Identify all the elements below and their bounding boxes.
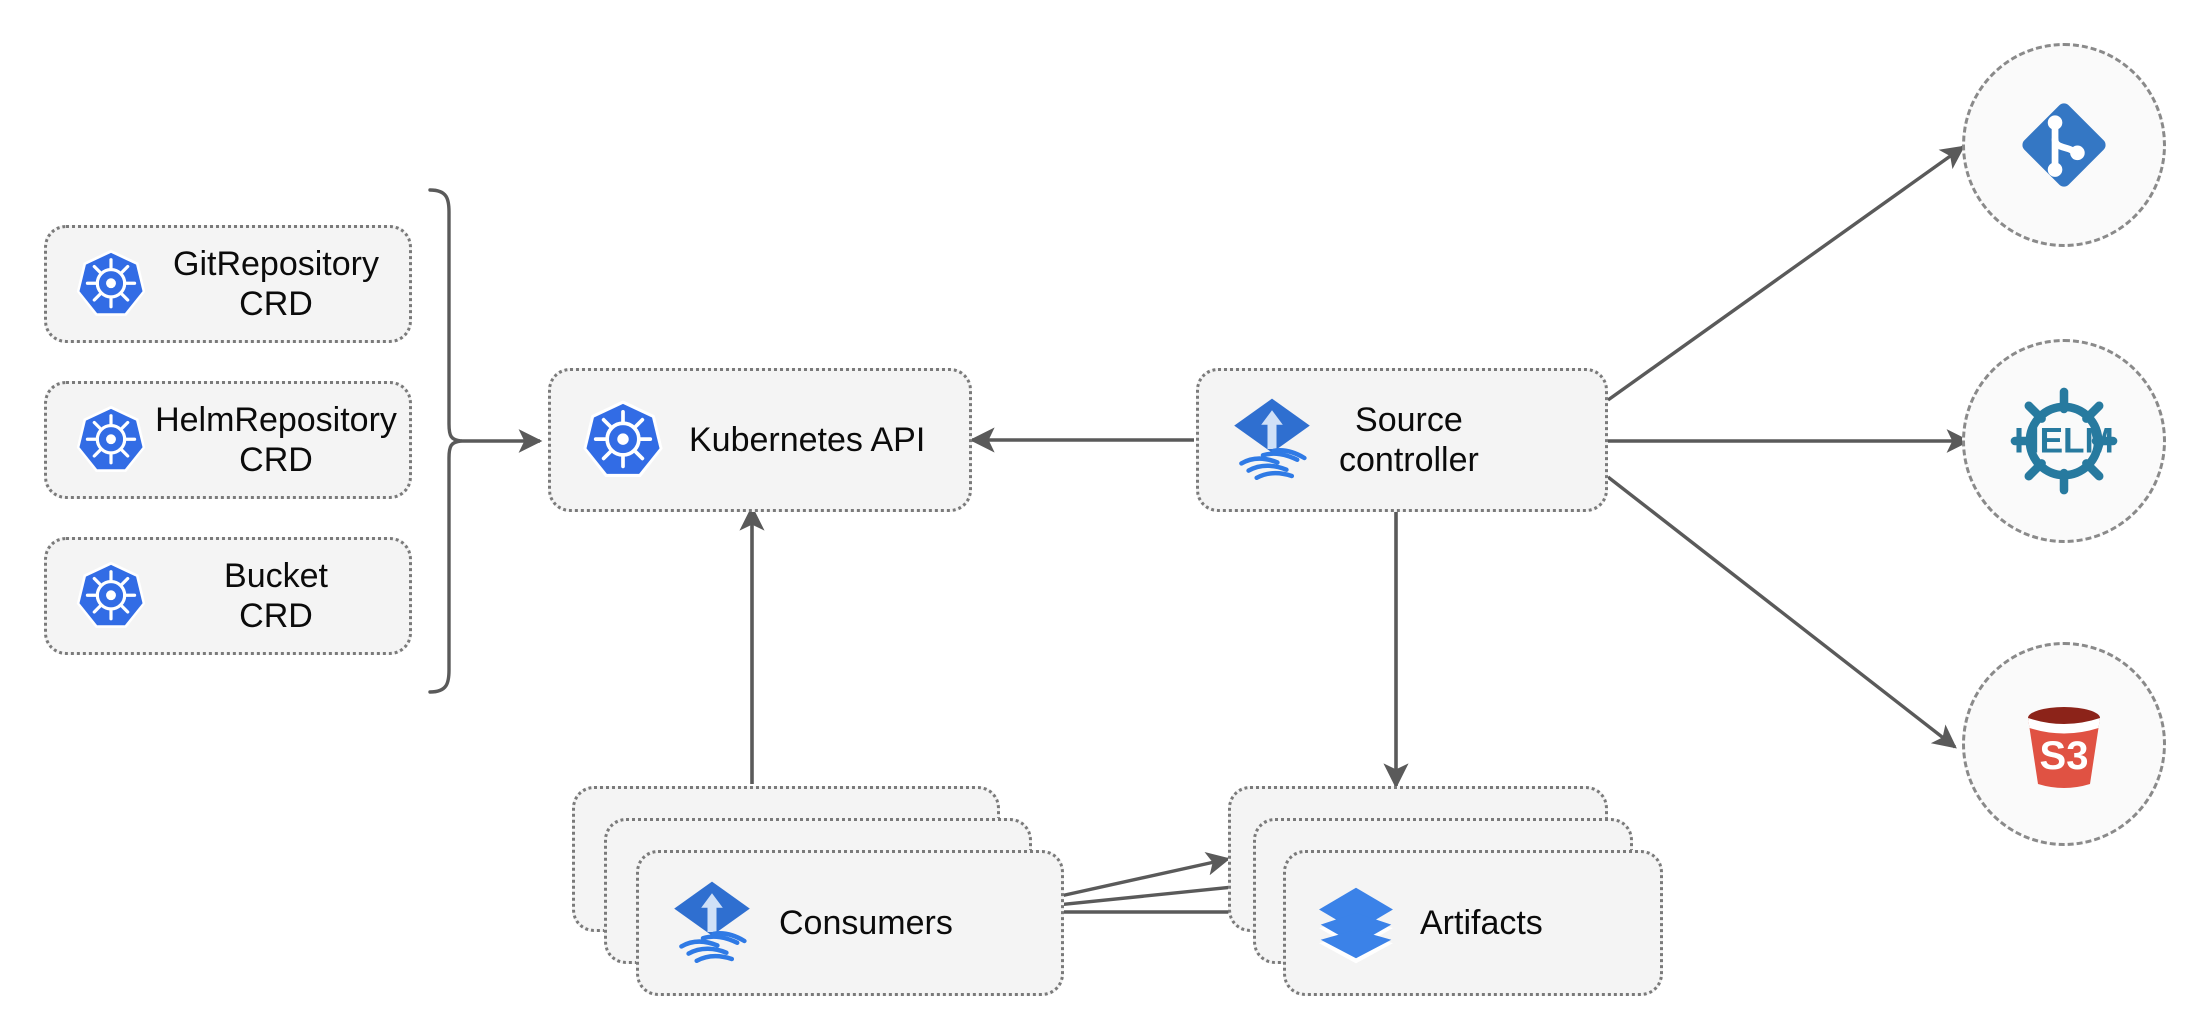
kubernetes-icon bbox=[73, 402, 149, 478]
flux-source-icon bbox=[1227, 395, 1317, 485]
node-label: Artifacts bbox=[1420, 903, 1543, 942]
node-consumers[interactable]: Consumers bbox=[636, 850, 1064, 996]
kubernetes-icon bbox=[73, 558, 149, 634]
kubernetes-icon bbox=[579, 396, 667, 484]
node-kubernetes-api[interactable]: Kubernetes API bbox=[548, 368, 972, 512]
flux-source-icon bbox=[667, 878, 757, 968]
crd-label: Bucket CRD bbox=[224, 556, 328, 635]
crd-box-bucket[interactable]: Bucket CRD bbox=[44, 537, 412, 655]
backend-circle-s3[interactable]: S3 bbox=[1962, 642, 2166, 846]
crd-box-helmrepository[interactable]: HelmRepository CRD bbox=[44, 381, 412, 499]
node-source-controller[interactable]: Source controller bbox=[1196, 368, 1608, 512]
s3-wordmark: S3 bbox=[2040, 734, 2089, 778]
s3-bucket-icon: S3 bbox=[2004, 684, 2124, 804]
node-artifacts[interactable]: Artifacts bbox=[1283, 850, 1663, 996]
backend-circle-git[interactable] bbox=[1962, 43, 2166, 247]
crd-label: GitRepository CRD bbox=[173, 244, 379, 323]
node-label: Source controller bbox=[1339, 400, 1479, 479]
node-label: Kubernetes API bbox=[689, 420, 926, 459]
crd-label: HelmRepository CRD bbox=[155, 400, 397, 479]
node-label: Consumers bbox=[779, 903, 953, 942]
edge-source-controller-to-git bbox=[1607, 145, 1965, 402]
backend-circle-helm[interactable]: HELM bbox=[1962, 339, 2166, 543]
layers-icon bbox=[1314, 881, 1398, 965]
kubernetes-icon bbox=[73, 246, 149, 322]
crd-group-brace bbox=[428, 188, 463, 694]
helm-icon: HELM bbox=[2000, 377, 2128, 505]
crd-box-gitrepository[interactable]: GitRepository CRD bbox=[44, 225, 412, 343]
edge-source-controller-to-s3 bbox=[1606, 475, 1957, 749]
git-icon bbox=[2008, 89, 2120, 201]
helm-wordmark: HELM bbox=[2014, 422, 2114, 461]
